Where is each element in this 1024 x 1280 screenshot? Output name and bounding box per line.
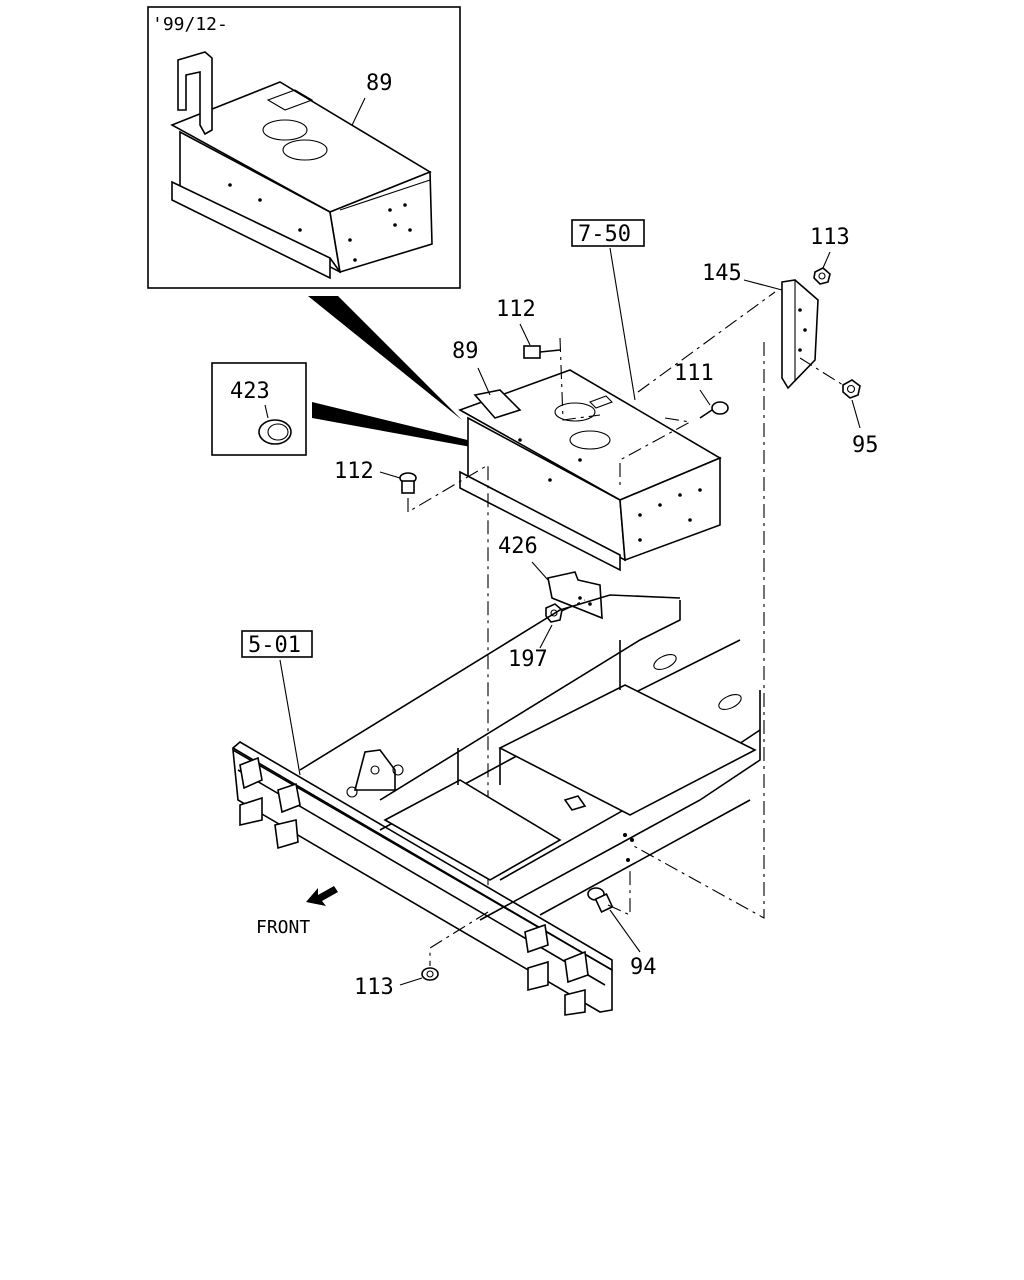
ref-5-01-label: 5-01 — [248, 633, 301, 658]
front-arrow-icon — [306, 886, 338, 906]
inset-battery-box — [170, 51, 433, 280]
ref-5-01[interactable]: 5-01 — [241, 630, 313, 776]
chassis-frame — [231, 594, 761, 1016]
label-95: 95 — [852, 433, 879, 458]
label-113-top: 113 — [810, 225, 850, 250]
label-426: 426 — [498, 534, 538, 559]
label-111: 111 — [674, 361, 714, 386]
ref-7-50[interactable]: 7-50 — [571, 219, 645, 401]
battery-box-main — [458, 369, 722, 572]
front-label: FRONT — [256, 917, 310, 938]
inset-label-89: 89 — [366, 71, 393, 96]
bolt-111 — [699, 401, 729, 419]
plate-426 — [547, 571, 603, 620]
label-145: 145 — [702, 261, 742, 286]
label-423: 423 — [230, 379, 270, 404]
nut-113-top — [813, 267, 831, 285]
label-197: 197 — [508, 647, 548, 672]
inset-pointer-wedge — [308, 296, 462, 420]
bolt-112-left — [399, 472, 417, 494]
label-89: 89 — [452, 339, 479, 364]
inset-date-code: '99/12- — [152, 14, 228, 35]
front-direction-indicator: FRONT — [256, 886, 338, 938]
label-112-left: 112 — [334, 459, 374, 484]
nut-95 — [842, 379, 861, 399]
label-94: 94 — [630, 955, 657, 980]
bolt-94 — [587, 887, 614, 913]
ref-7-50-label: 7-50 — [578, 222, 631, 247]
nut-113-bottom — [421, 967, 439, 981]
part-423-panel: 423 — [211, 362, 307, 456]
inset-panel: '99/12- 89 — [147, 6, 461, 289]
label-113-bottom: 113 — [354, 975, 394, 1000]
bolt-112-top — [523, 345, 561, 359]
label-112-top: 112 — [496, 297, 536, 322]
bracket-145 — [781, 279, 819, 390]
